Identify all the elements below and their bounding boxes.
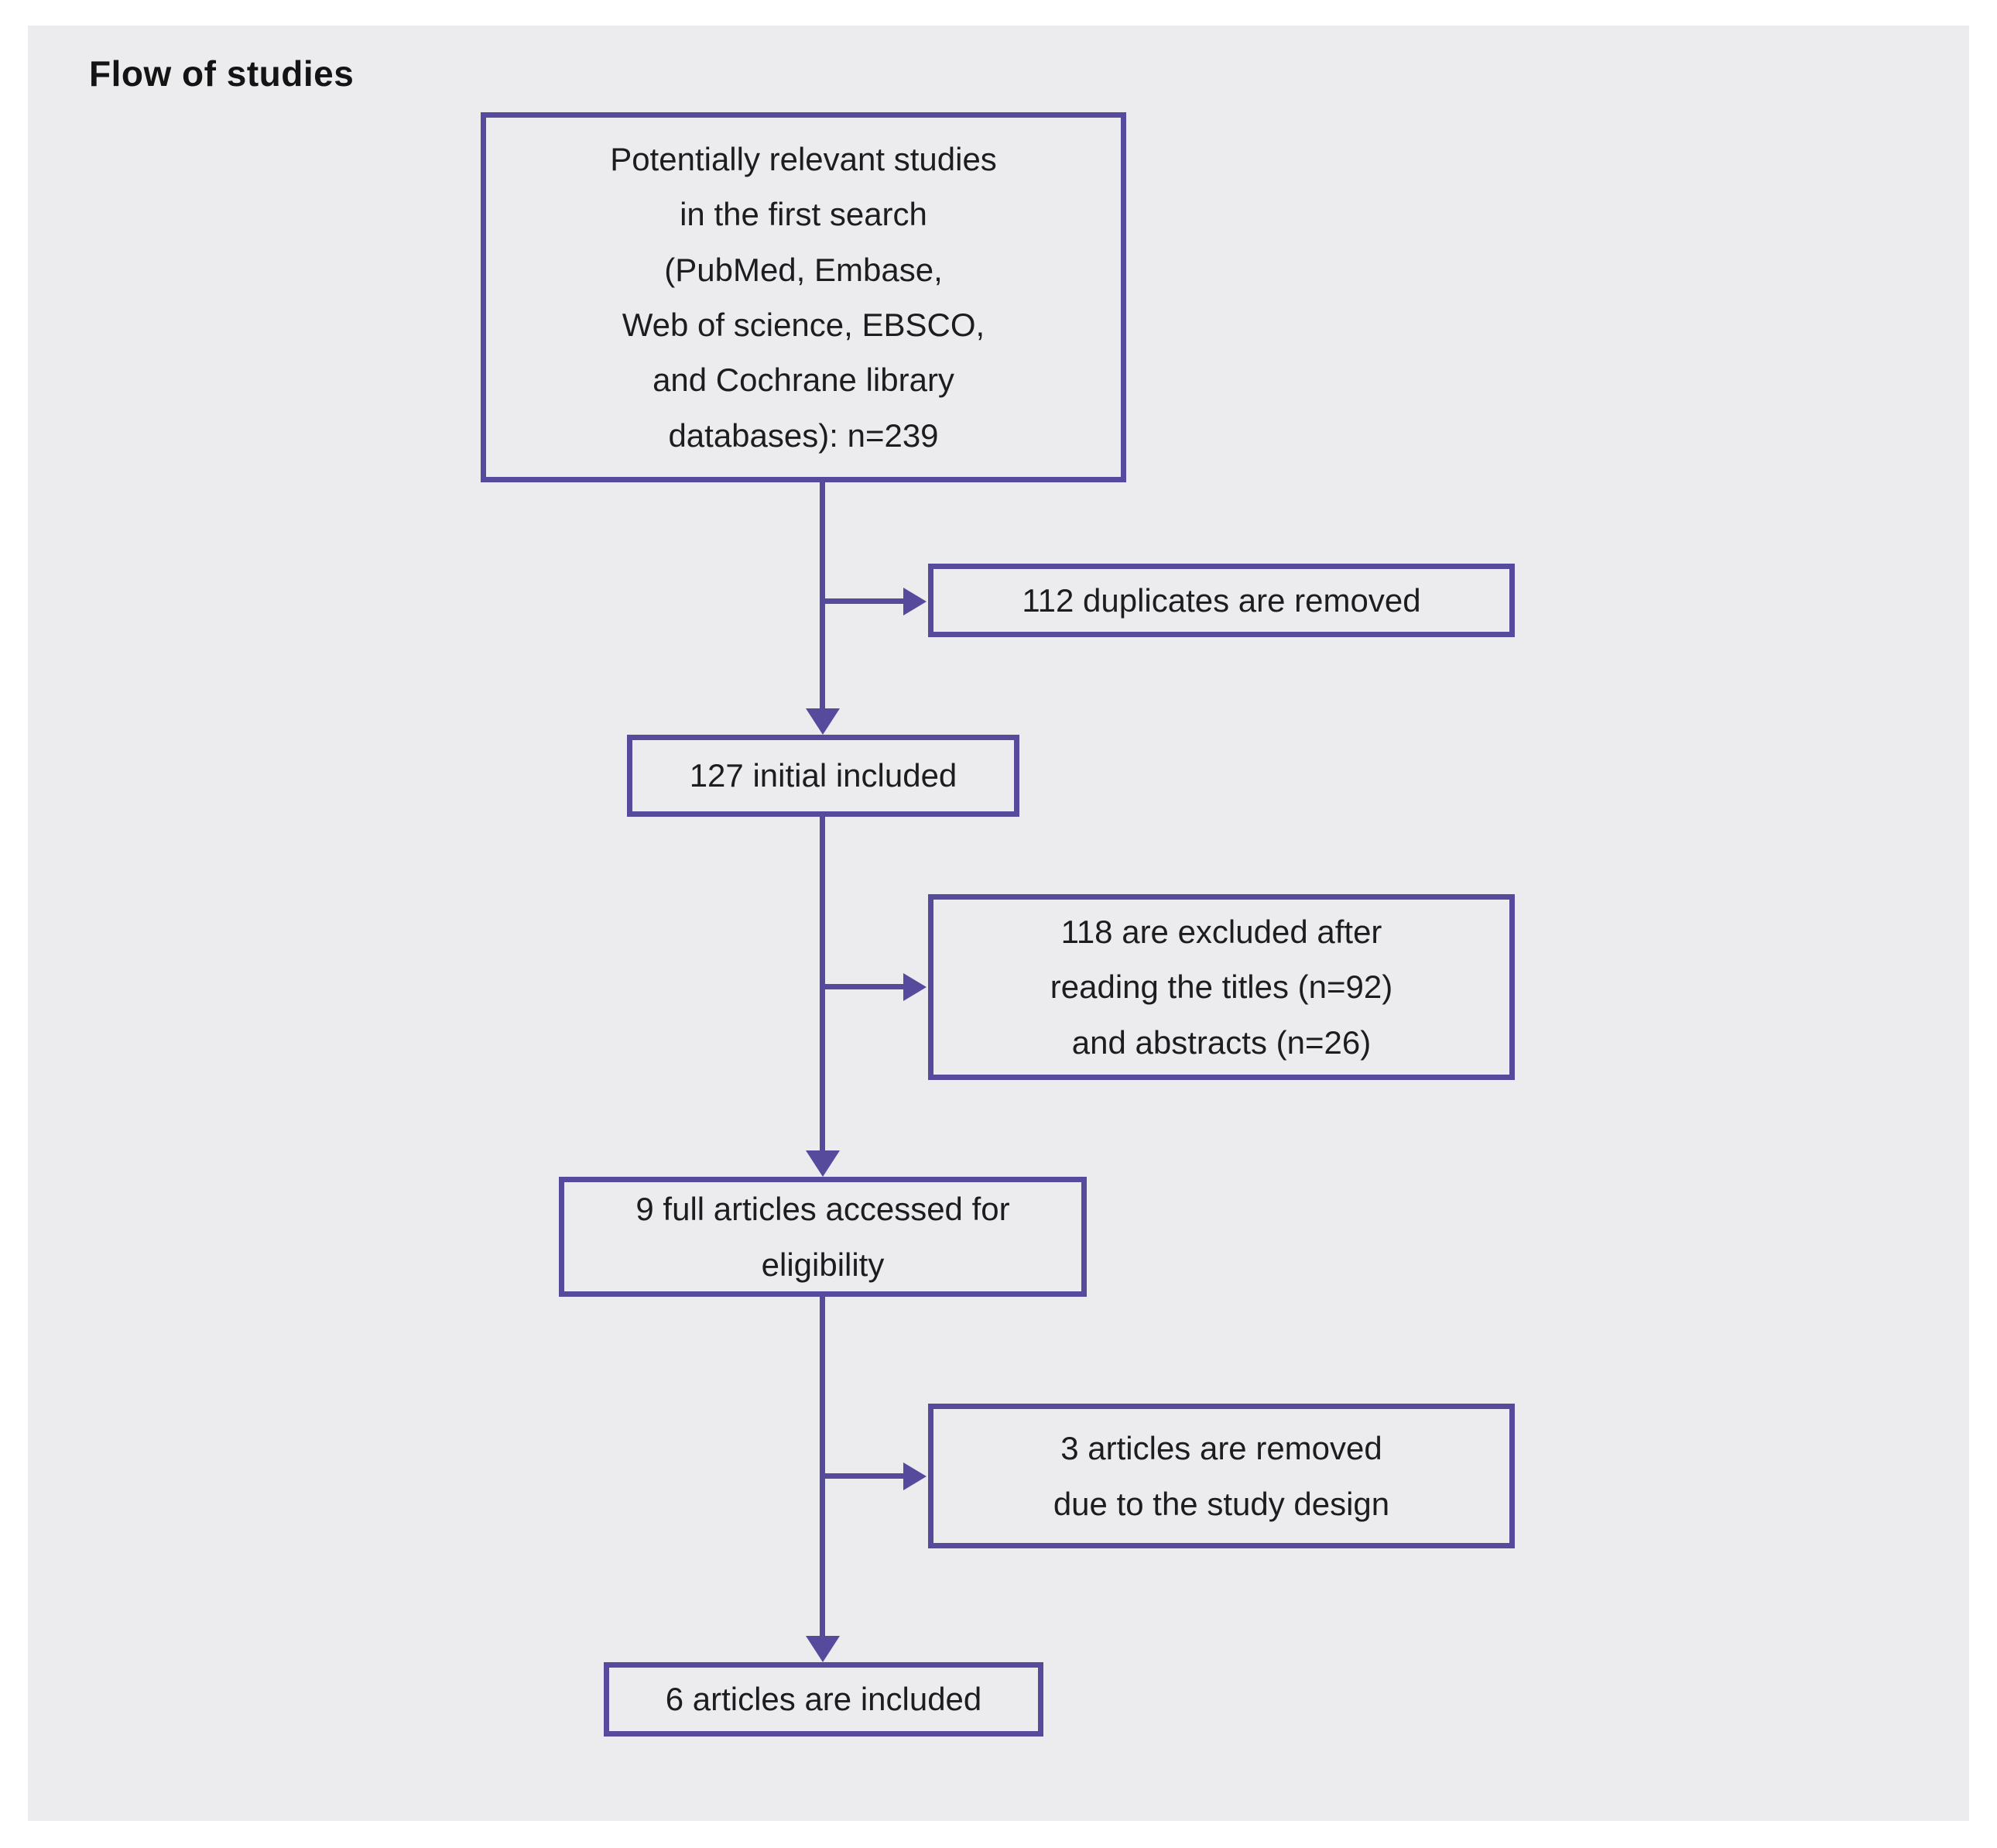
page-title: Flow of studies (89, 53, 355, 94)
arrow-down-icon (806, 708, 840, 735)
connector-branch-duplicates-line (820, 598, 905, 604)
arrow-right-icon (903, 1462, 927, 1490)
arrow-right-icon (903, 973, 927, 1001)
arrow-down-icon (806, 1150, 840, 1177)
node-duplicates-removed: 112 duplicates are removed (928, 564, 1515, 637)
arrow-down-icon (806, 1636, 840, 1662)
connector-branch-excluded-line (820, 984, 905, 989)
node-articles-included: 6 articles are included (604, 1662, 1043, 1737)
node-full-articles-accessed: 9 full articles accessed for eligibility (559, 1177, 1087, 1297)
node-initial-included: 127 initial included (627, 735, 1019, 817)
diagram-panel (28, 26, 1969, 1821)
connector-initial-to-fullarticles-line (820, 817, 825, 1150)
node-potentially-relevant-studies: Potentially relevant studies in the firs… (481, 112, 1126, 482)
node-removed-study-design: 3 articles are removed due to the study … (928, 1404, 1515, 1548)
connector-search-to-initial-line (820, 482, 825, 708)
connector-branch-removed-line (820, 1473, 905, 1479)
node-excluded-after-reading: 118 are excluded after reading the title… (928, 894, 1515, 1080)
arrow-right-icon (903, 588, 927, 615)
connector-fullarticles-to-included-line (820, 1297, 825, 1636)
